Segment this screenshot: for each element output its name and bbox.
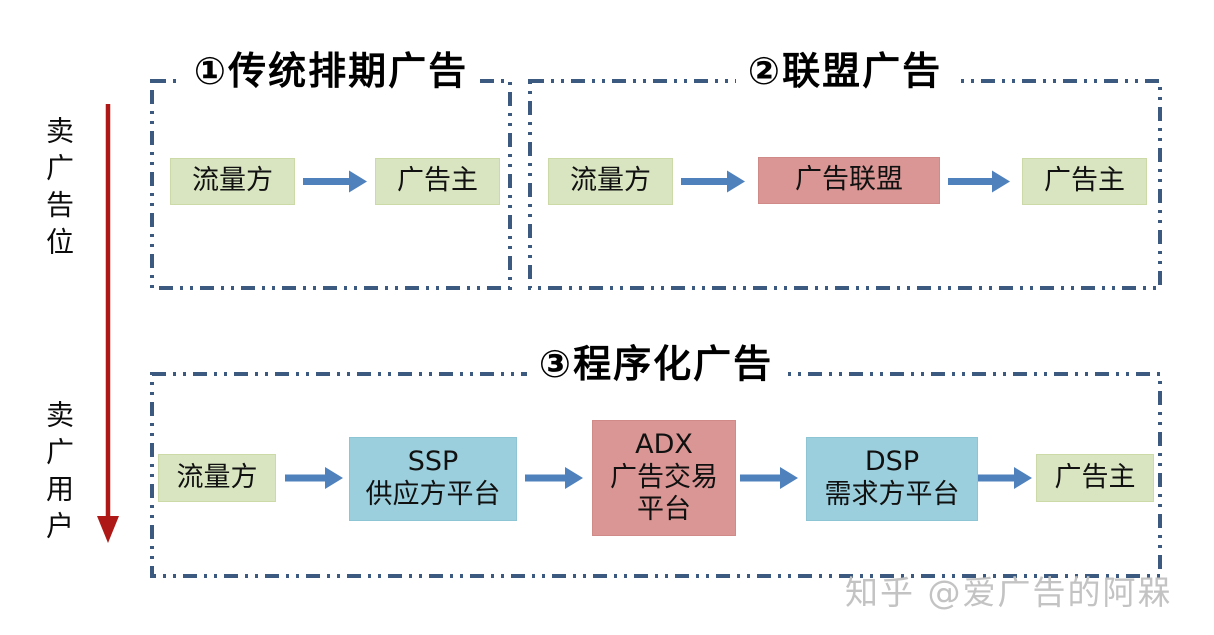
node-advertiser: 广告主 xyxy=(1036,454,1154,502)
node-traffic-side: 流量方 xyxy=(158,454,276,502)
flow-arrow-right-icon xyxy=(681,170,745,193)
flow-arrow-right-icon xyxy=(303,170,367,193)
axis-label-sell-ad-slots: 卖广告位 xyxy=(42,116,75,264)
node-dsp-platform: DSP 需求方平台 xyxy=(806,437,978,521)
node-traffic-side: 流量方 xyxy=(170,158,295,205)
panel-1-border xyxy=(150,79,512,290)
flow-arrow-right-icon xyxy=(740,467,798,489)
node-adx-platform: ADX 广告交易 平台 xyxy=(592,420,736,536)
node-traffic-side: 流量方 xyxy=(548,158,673,205)
flow-arrow-right-icon xyxy=(285,467,343,489)
flow-arrow-right-icon xyxy=(525,467,583,489)
panel-2-border xyxy=(528,79,1162,290)
node-ssp-platform: SSP 供应方平台 xyxy=(349,437,517,521)
flow-arrow-right-icon xyxy=(974,467,1032,489)
zhihu-watermark: 知乎 @爱广告的阿槑 xyxy=(845,573,1173,612)
node-ad-network: 广告联盟 xyxy=(758,157,940,204)
axis-label-sell-ad-users: 卖广用户 xyxy=(42,400,75,548)
node-advertiser: 广告主 xyxy=(1022,158,1147,205)
flow-arrow-right-icon xyxy=(948,170,1010,193)
node-advertiser: 广告主 xyxy=(375,158,500,205)
axis-arrow-down-icon xyxy=(97,104,119,543)
